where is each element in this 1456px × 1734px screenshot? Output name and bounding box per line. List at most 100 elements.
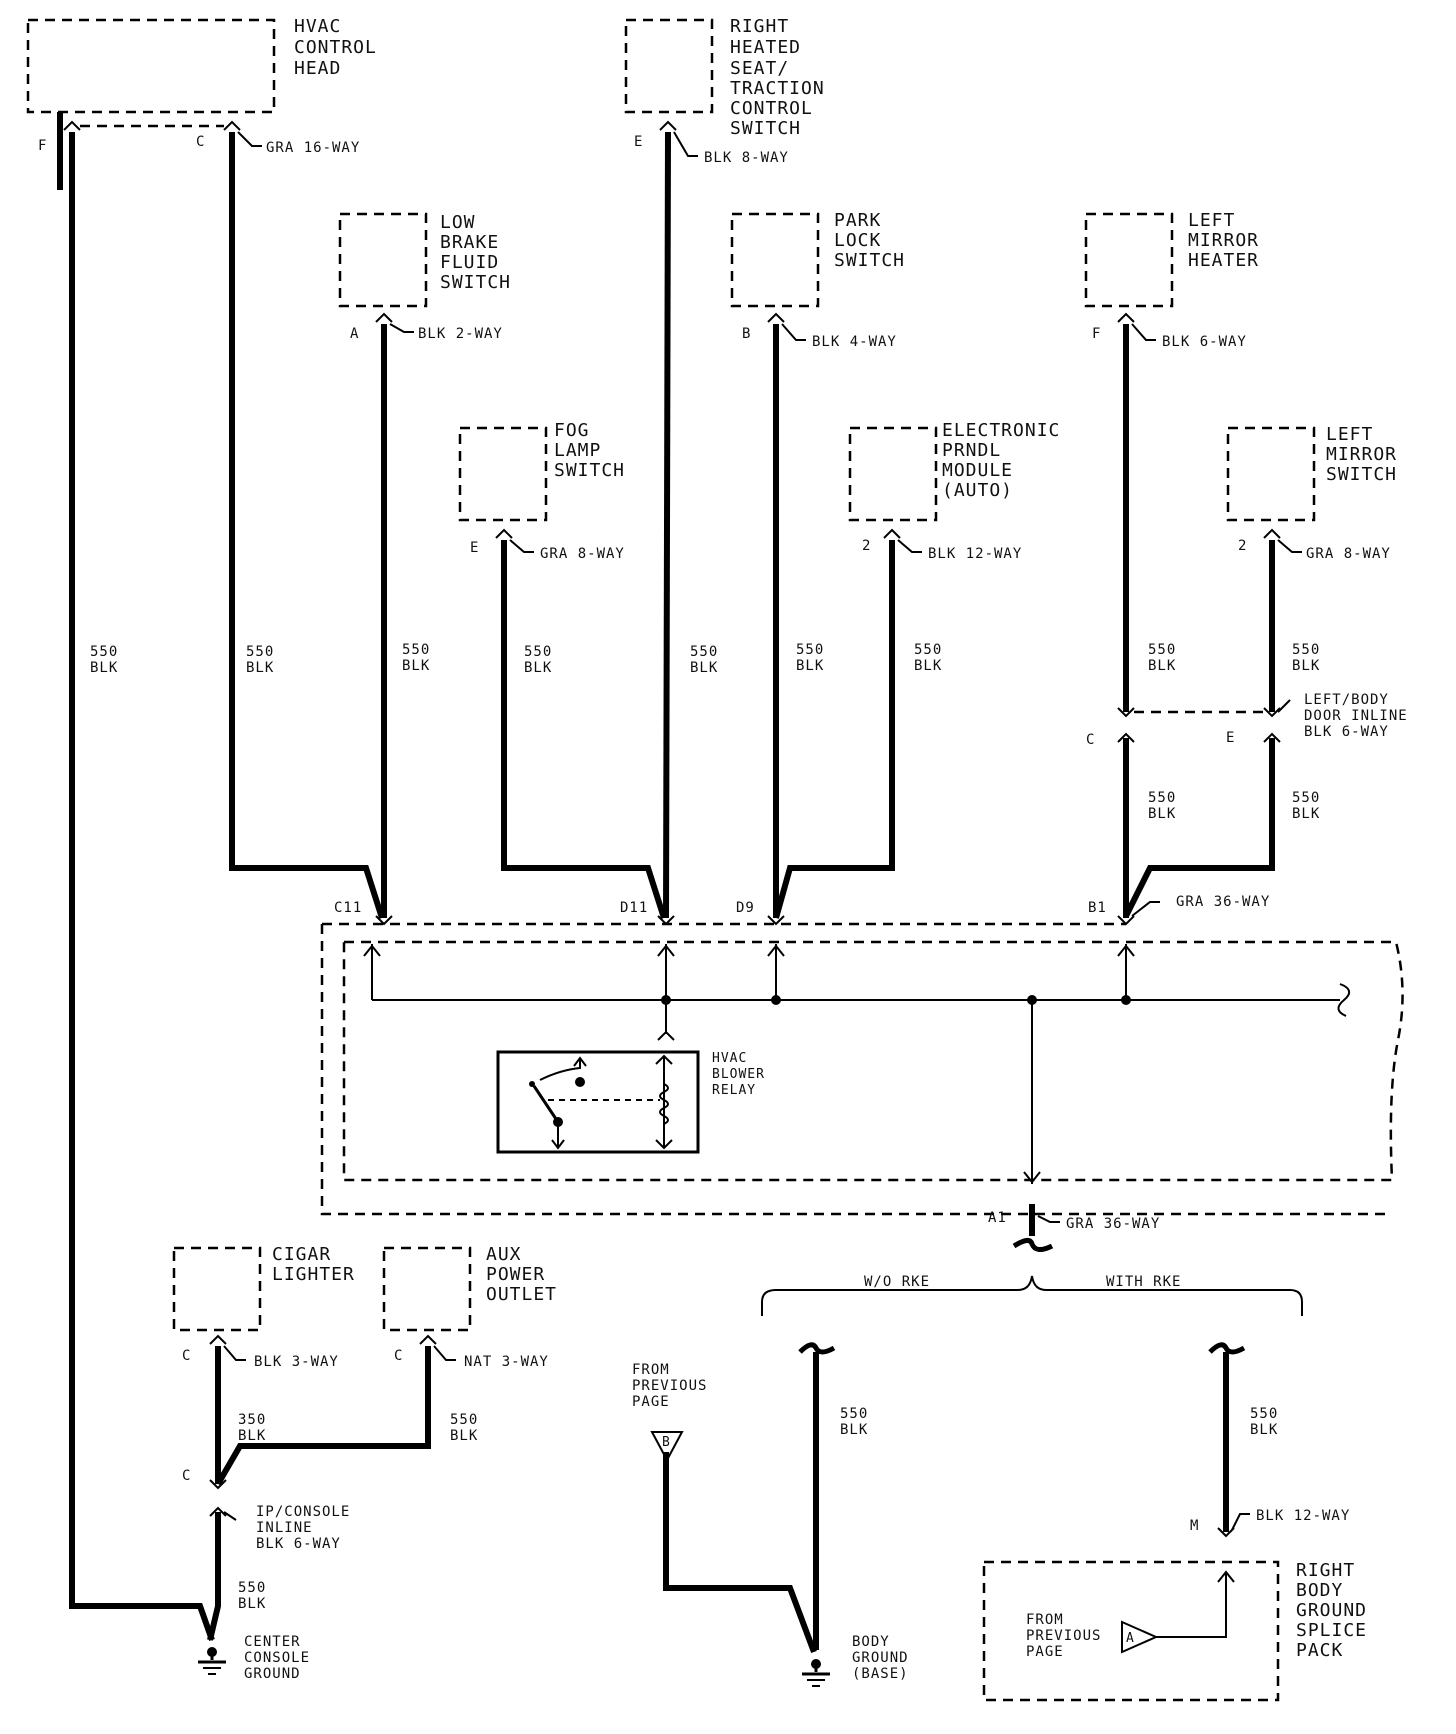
aux-power-outlet-box [382, 1246, 472, 1332]
connector-mirror-switch: GRA 8-WAY [1306, 546, 1391, 562]
right-heated-seat-box [624, 18, 714, 114]
bus-break [1337, 983, 1351, 1017]
relay-coil-arrow-top [655, 1054, 673, 1065]
relay-top-contact-lead [539, 1060, 581, 1081]
splice-pack-box [982, 1560, 1280, 1702]
terminal-mirror-heater-f [1117, 312, 1135, 323]
branch-bracket [761, 1275, 1303, 1316]
leader-seat [673, 131, 698, 157]
terminal-seat-e [659, 120, 677, 131]
terminal-ip-bottom [209, 1506, 227, 1517]
splice-dot-b1 [1121, 995, 1131, 1005]
fog-lamp-box [458, 426, 548, 522]
connector-left-body-door-inline: LEFT/BODY DOOR INLINE BLK 6-WAY [1304, 692, 1417, 740]
arrow-relay [657, 1030, 675, 1041]
terminal-splice-m [1217, 1527, 1235, 1538]
pin-mirror-heater-f: F [1092, 326, 1101, 342]
wires [57, 112, 1275, 1654]
terminal-prndl-2 [883, 528, 901, 539]
wire-prndl-2 [773, 540, 895, 919]
connector-cigar: BLK 3-WAY [254, 1354, 339, 1370]
relay-pivot [529, 1081, 535, 1087]
connector-b1: GRA 36-WAY [1176, 894, 1270, 910]
outer-module-boundary [320, 924, 1390, 1216]
pin-mirror-switch-2: 2 [1238, 538, 1247, 554]
connector-seat: BLK 8-WAY [704, 150, 789, 166]
pin-cigar-c: C [182, 1348, 191, 1364]
terminal-marks [63, 120, 1302, 1538]
pin-d9: D9 [736, 900, 755, 916]
pin-hvac-c: C [196, 134, 205, 150]
terminal-aux-c [419, 1334, 437, 1345]
leader-fog [509, 539, 534, 553]
pin-fog-e: E [470, 540, 479, 556]
pin-park-b: B [742, 326, 751, 342]
arrow-c11 [363, 944, 381, 957]
park-lock-label: PARK LOCK SWITCH [834, 210, 905, 271]
left-mirror-switch-box [1226, 426, 1316, 522]
connector-ip-console-inline: IP/CONSOLE INLINE BLK 6-WAY [256, 1504, 360, 1552]
connector-aux: NAT 3-WAY [464, 1354, 549, 1370]
relay-box [496, 1050, 700, 1154]
with-rke-hook [1208, 1342, 1246, 1355]
terminal-inline-c-bottom [1117, 732, 1135, 743]
branch-with-rke: WITH RKE [1106, 1274, 1181, 1290]
hvac-blower-relay-label: HVAC BLOWER RELAY [712, 1051, 774, 1098]
wire-hvac-c [229, 132, 385, 919]
connector-fog: GRA 8-WAY [540, 546, 625, 562]
left-mirror-switch-label: LEFT MIRROR SWITCH [1326, 424, 1409, 485]
arrow-a1 [1023, 1171, 1041, 1184]
splice-pack-label: RIGHT BODY GROUND SPLICE PACK [1296, 1560, 1379, 1661]
terminal-fog-e [495, 528, 513, 539]
low-brake-fluid-box [338, 212, 428, 308]
terminal-hvac-f [63, 120, 81, 131]
a1-hook [1012, 1238, 1054, 1252]
splice-dot-d9 [771, 995, 781, 1005]
cigar-lighter-label: CIGAR LIGHTER [272, 1244, 355, 1285]
connector-prndl: BLK 12-WAY [928, 546, 1022, 562]
pin-brake-a: A [350, 326, 359, 342]
body-ground-symbol [802, 1659, 830, 1687]
pin-c11: C11 [334, 900, 362, 916]
park-lock-box [730, 212, 820, 308]
component-boxes [26, 18, 1316, 1702]
left-mirror-heater-box [1084, 212, 1174, 308]
terminal-inline-c-top [1117, 707, 1135, 718]
a1-split-bracket [761, 1238, 1303, 1355]
right-heated-seat-label: RIGHT HEATED SEAT/ TRACTION CONTROL SWIT… [730, 16, 837, 139]
center-console-ground-symbol [198, 1647, 226, 1675]
leader-park [781, 323, 806, 341]
wire-seat-e [663, 131, 671, 919]
pin-splice-c: C [182, 1468, 191, 1484]
leader-prndl [897, 539, 922, 553]
arrow-b1 [1117, 944, 1135, 957]
wire-from-prev-b [663, 1452, 817, 1654]
leader-cigar [223, 1345, 246, 1361]
terminal-mirror-switch-2 [1263, 528, 1281, 539]
pin-hvac-f: F [38, 138, 47, 154]
pin-labels: F C E A B F E 2 2 C E C11 D11 D9 B1 A1 C… [38, 134, 1247, 1534]
leader-brake [389, 323, 414, 333]
connector-labels: GRA 16-WAY BLK 8-WAY BLK 2-WAY BLK 4-WAY… [254, 140, 1417, 1552]
low-brake-fluid-label: LOW BRAKE FLUID SWITCH [440, 212, 511, 293]
electronic-prndl-label: ELECTRONIC PRNDL MODULE (AUTO) [942, 420, 1072, 501]
terminal-d9 [767, 915, 785, 926]
connector-hvac: GRA 16-WAY [266, 140, 360, 156]
hvac-blower-relay [496, 1050, 700, 1154]
splice-dot-a1 [1027, 995, 1037, 1005]
pin-d11: D11 [620, 900, 648, 916]
leader-a1 [1037, 1215, 1060, 1223]
component-labels: HVAC CONTROL HEAD RIGHT HEATED SEAT/ TRA… [272, 16, 1409, 1661]
